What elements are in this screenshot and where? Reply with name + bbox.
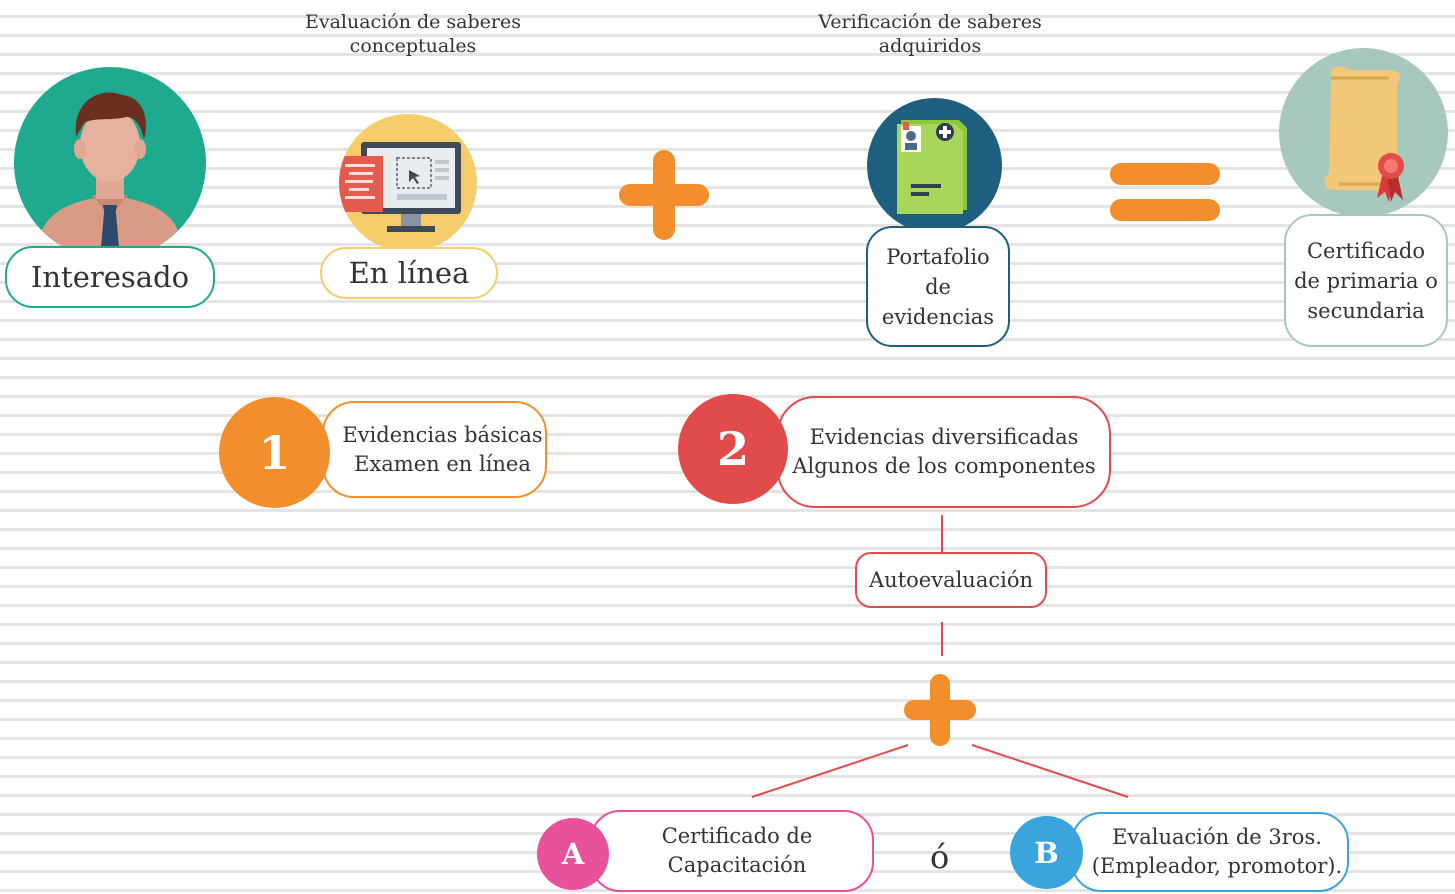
certificate-scroll-icon <box>1279 48 1448 217</box>
certificado-line: Certificado <box>1306 238 1426 263</box>
option-a-line: Capacitación <box>667 853 807 877</box>
person-avatar-icon <box>14 67 206 259</box>
interesado-label: Interesado <box>5 246 215 308</box>
plus-icon <box>619 150 709 240</box>
option-one-line: Examen en línea <box>354 451 531 476</box>
portafolio-line: Portafolio <box>886 244 990 269</box>
option-two-box: Evidencias diversificadas Algunos de los… <box>777 396 1111 508</box>
option-one-number: 1 <box>219 397 330 508</box>
caption-line: adquiridos <box>878 35 982 57</box>
certificado-line: secundaria <box>1307 298 1425 323</box>
caption-verification: Verificación de saberes adquiridos <box>785 10 1075 58</box>
option-b-line: (Empleador, promotor). <box>1091 854 1343 878</box>
caption-line: Evaluación de saberes <box>304 11 521 33</box>
caption-conceptual-evaluation: Evaluación de saberes conceptuales <box>268 10 558 58</box>
connector-line <box>941 515 943 552</box>
option-one-digit: 1 <box>258 425 291 480</box>
option-a-line: Certificado de <box>661 824 813 848</box>
portafolio-line: de <box>925 274 951 299</box>
option-a-letter-text: A <box>561 837 585 871</box>
caption-line: conceptuales <box>349 35 477 57</box>
certificado-label: Certificado de primaria o secundaria <box>1284 214 1448 347</box>
option-two-line: Evidencias diversificadas <box>809 425 1079 449</box>
computer-screen-icon <box>339 114 477 252</box>
en-linea-label: En línea <box>320 247 498 299</box>
option-one-box: Evidencias básicas Examen en línea <box>322 401 547 498</box>
option-two-digit: 2 <box>716 422 749 476</box>
option-a-box: Certificado de Capacitación <box>590 810 874 892</box>
portfolio-folder-icon <box>867 98 1002 233</box>
autoevaluacion-text: Autoevaluación <box>869 568 1033 592</box>
option-b-letter-text: B <box>1034 835 1059 870</box>
option-two-line: Algunos de los componentes <box>792 454 1096 478</box>
option-b-line: Evaluación de 3ros. <box>1112 825 1322 849</box>
connector-line <box>941 622 943 656</box>
option-b-letter: B <box>1010 816 1083 889</box>
portafolio-line: evidencias <box>881 304 995 329</box>
option-b-box: Evaluación de 3ros. (Empleador, promotor… <box>1071 812 1349 892</box>
option-a-letter: A <box>537 818 609 890</box>
en-linea-text: En línea <box>348 256 470 290</box>
plus-icon <box>904 674 976 746</box>
option-one-line: Evidencias básicas <box>342 422 543 447</box>
caption-line: Verificación de saberes <box>818 11 1042 33</box>
equals-icon <box>1110 163 1220 221</box>
autoevaluacion-box: Autoevaluación <box>855 552 1047 608</box>
certificado-line: de primaria o <box>1294 268 1438 293</box>
interesado-text: Interesado <box>30 260 190 294</box>
or-text: ó <box>930 838 950 876</box>
portafolio-label: Portafolio de evidencias <box>866 226 1010 347</box>
option-two-number: 2 <box>678 394 788 504</box>
